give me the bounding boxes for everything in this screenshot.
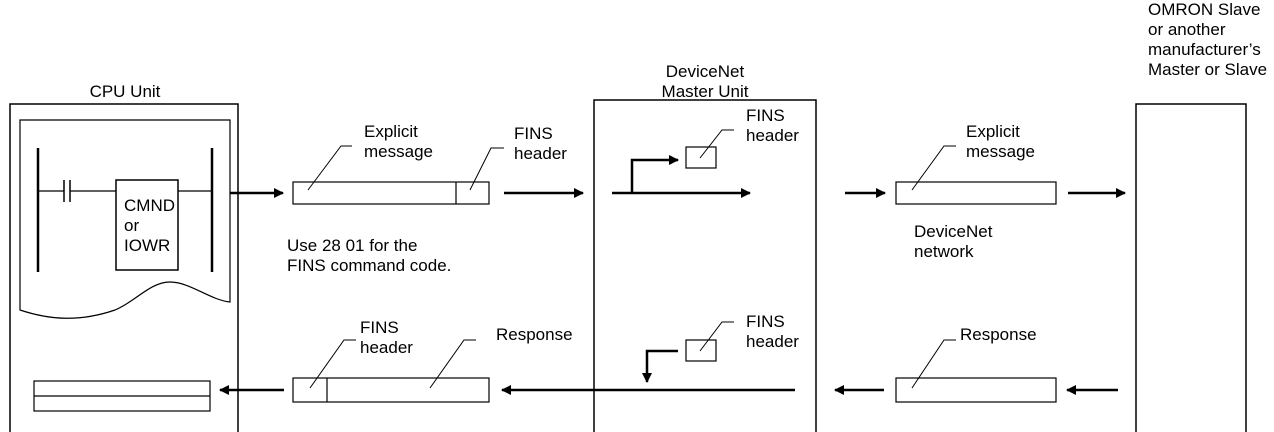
- command-code-note: Use 28 01 for the FINS command code.: [287, 236, 452, 275]
- explicit-message-frame-1: [292, 145, 504, 205]
- fins-header-bottom-left-label: FINS header: [360, 318, 413, 357]
- return-arrows: [219, 349, 1118, 395]
- response-frame-1: [292, 339, 490, 403]
- response-label-2: Response: [960, 325, 1037, 344]
- forward-arrows: [230, 155, 1126, 198]
- devicenet-network-label: DeviceNet network: [914, 222, 993, 261]
- master-fins-header-top: [685, 129, 734, 169]
- response-frame-2: [895, 339, 1057, 403]
- explicit-message-label-1: Explicit message: [364, 122, 433, 161]
- master-unit-box: [593, 99, 817, 432]
- ladder-instruction-box: [115, 179, 179, 271]
- fins-header-master-bottom-label: FINS header: [746, 312, 799, 351]
- explicit-message-frame-2: [895, 145, 1057, 205]
- arrow-master-header-strip: [630, 155, 679, 193]
- response-label-1: Response: [496, 325, 573, 344]
- arrow-master-header-add: [642, 349, 678, 383]
- cpu-memory-area: [33, 380, 211, 412]
- explicit-message-label-2: Explicit message: [966, 122, 1035, 161]
- cpu-unit-title: CPU Unit: [89, 82, 161, 101]
- slave-unit-box: [1135, 103, 1247, 432]
- master-unit-title: DeviceNet Master Unit: [661, 62, 749, 101]
- fins-header-label-1: FINS header: [514, 124, 567, 163]
- slave-unit-title: OMRON Slave or another manufacturer’s Ma…: [1148, 0, 1268, 79]
- ladder-instruction-label: CMND or IOWR: [124, 196, 175, 255]
- master-fins-header-bottom: [685, 321, 734, 362]
- ladder-program-sheet: [19, 119, 231, 319]
- cpu-unit-box: [9, 103, 239, 432]
- fins-header-master-top-label: FINS header: [746, 106, 799, 145]
